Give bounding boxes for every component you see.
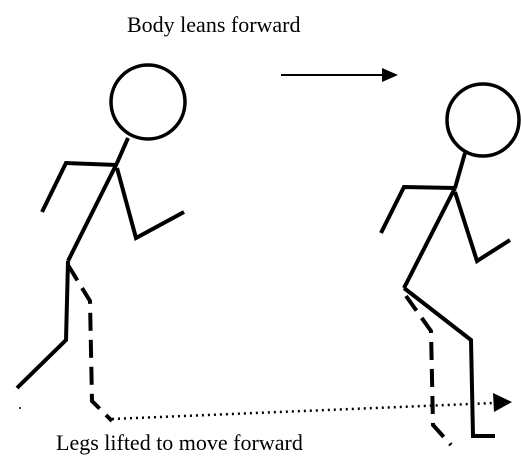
left-figure-standing-leg xyxy=(17,261,68,388)
right-figure-front-arm xyxy=(455,192,510,261)
stick-figure-left xyxy=(17,65,185,421)
right-figure-neck xyxy=(455,153,465,188)
left-figure-torso xyxy=(68,163,117,261)
movement-arrow xyxy=(112,393,512,419)
left-figure-neck xyxy=(117,138,128,163)
movement-arrow-dotted-line xyxy=(112,403,494,419)
stick-figure-right xyxy=(381,84,519,445)
caption-legs-lifted: Legs lifted to move forward xyxy=(56,432,303,454)
movement-arrow-head xyxy=(493,393,512,412)
right-figure-lifted-leg xyxy=(404,288,495,436)
left-figure-head xyxy=(111,65,185,139)
left-figure-front-arm xyxy=(117,168,184,238)
right-figure-torso xyxy=(404,188,455,288)
left-figure-lifted-leg-dashed xyxy=(68,265,112,421)
forward-arrow-head xyxy=(382,68,398,82)
right-figure-head xyxy=(447,84,519,156)
forward-arrow xyxy=(281,68,398,82)
caption-body-leans-forward: Body leans forward xyxy=(127,14,301,36)
